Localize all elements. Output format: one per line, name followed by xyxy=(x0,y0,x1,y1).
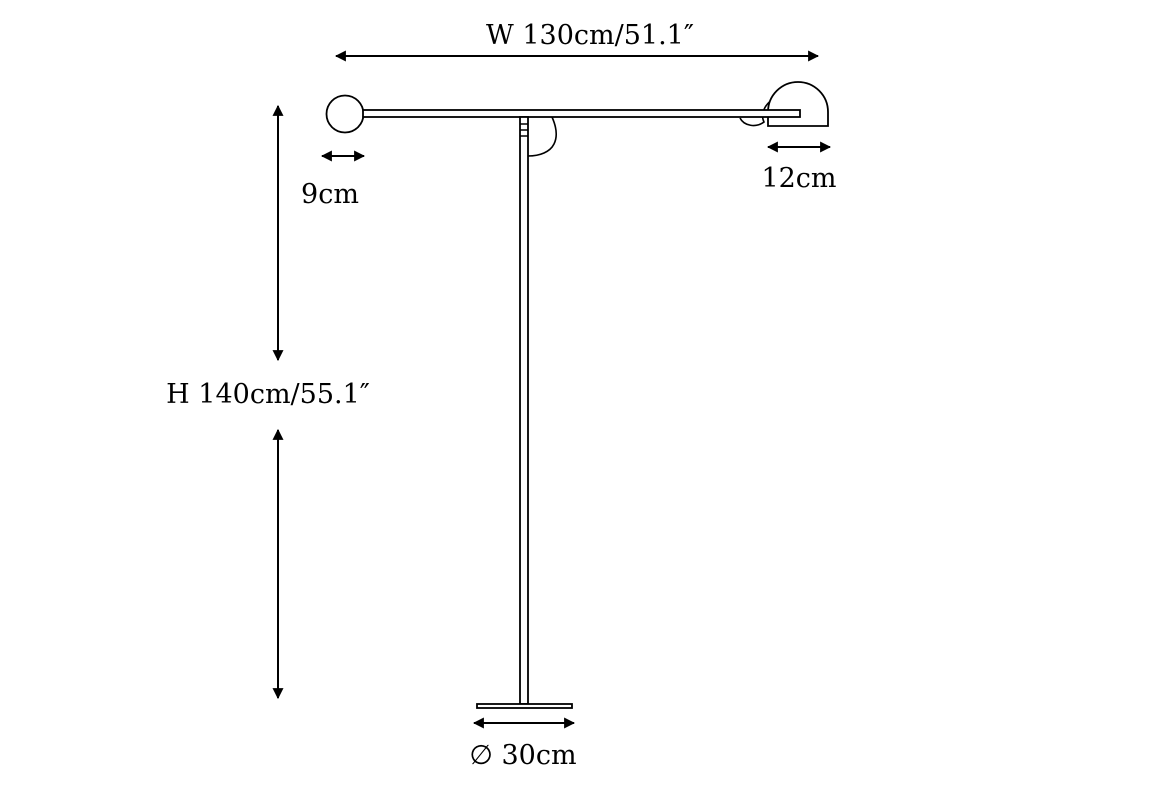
lamp-shade xyxy=(767,81,829,127)
base-plate xyxy=(476,703,573,709)
vertical-stem xyxy=(519,116,529,705)
width-label: W 130cm/51.1″ xyxy=(486,20,694,51)
stem-cable xyxy=(527,116,557,157)
shade-label: 12cm xyxy=(761,163,836,194)
base-label: ∅ 30cm xyxy=(469,740,576,771)
height-label: H 140cm/55.1″ xyxy=(166,379,370,410)
horizontal-arm xyxy=(362,109,801,118)
counterweight-label: 9cm xyxy=(301,179,359,210)
counterweight-ball xyxy=(325,94,365,134)
